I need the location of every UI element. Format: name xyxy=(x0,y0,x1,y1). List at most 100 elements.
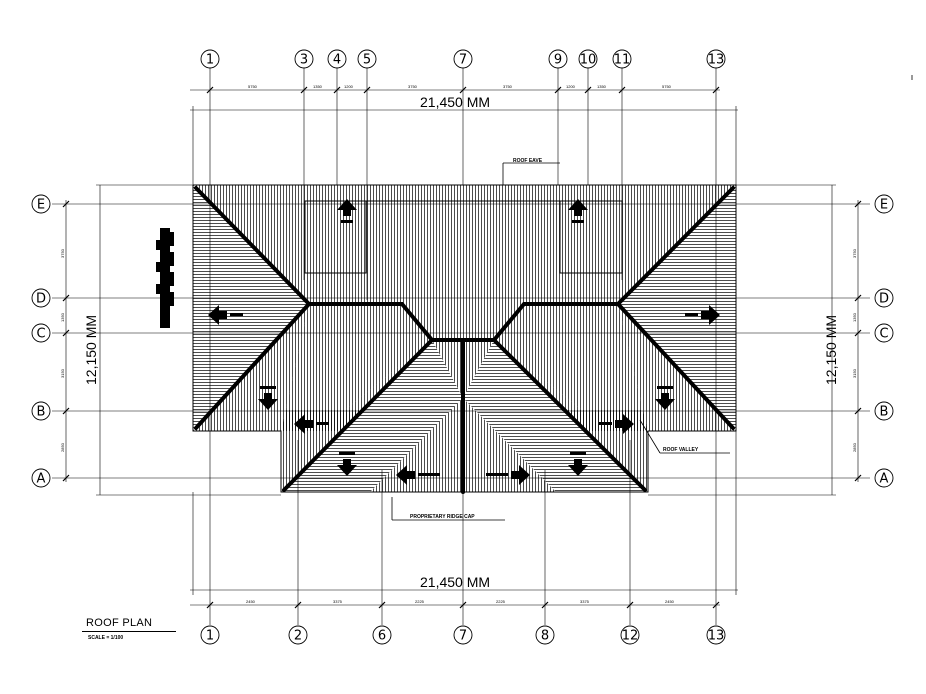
grid-bubble-left: E xyxy=(31,194,51,214)
arrow-right-icon xyxy=(599,414,634,434)
grid-bubble-left: B xyxy=(31,401,51,421)
slope-arrows xyxy=(208,199,720,485)
annotations: ROOF EAVE ROOF VALLEY PROPRIETARY RIDGE … xyxy=(391,158,730,521)
grid-bubble-left-label: B xyxy=(37,405,46,420)
grid-bubble-top-label: 1 xyxy=(206,53,214,68)
grid-bubble-bottom: 12 xyxy=(620,625,640,645)
overall-width-bottom: 21,450 MM xyxy=(420,574,490,590)
roof-ridges xyxy=(194,186,735,494)
dim-top-3: 1200 xyxy=(344,84,354,89)
left-roof-block xyxy=(156,228,174,328)
grid-bubble-bottom: 13 xyxy=(706,625,726,645)
dim-left-2: 1350 xyxy=(60,312,65,322)
grid-bubble-top-label: 9 xyxy=(554,53,562,68)
grid-bubble-bottom-label: 13 xyxy=(708,629,725,644)
grid-bubble-top-label: 5 xyxy=(363,53,371,68)
dimension-lines xyxy=(65,89,859,606)
drawing-scale: SCALE = 1/100 xyxy=(88,635,124,641)
arrow-up-icon xyxy=(568,199,588,223)
dim-top-8: 5750 xyxy=(662,84,672,89)
arrow-left-icon xyxy=(396,465,440,485)
grid-bubble-left-label: D xyxy=(36,292,46,307)
grid-bubble-bottom: 8 xyxy=(535,625,555,645)
dim-left-1: 3750 xyxy=(60,248,65,258)
dim-top-2: 1350 xyxy=(313,84,323,89)
grid-bubble-top: 7 xyxy=(453,49,473,69)
grid-bubble-right-label: D xyxy=(879,292,889,307)
dim-right-2: 1350 xyxy=(852,312,857,322)
drawing-title: ROOF PLAN xyxy=(86,617,153,629)
ridge-cap-label: PROPRIETARY RIDGE CAP xyxy=(410,514,475,520)
grid-bubble-top-label: 3 xyxy=(300,53,308,68)
dim-bottom-3: 2225 xyxy=(415,599,425,604)
grid-bubble-top: 10 xyxy=(578,49,598,69)
overall-width-top: 21,450 MM xyxy=(420,94,490,110)
overall-depth-left: 12,150 MM xyxy=(83,315,99,385)
grid-bubble-bottom-label: 8 xyxy=(541,629,549,644)
grid-bubble-left: C xyxy=(31,323,51,343)
arrow-left-icon xyxy=(294,414,329,434)
dim-top-1: 5750 xyxy=(248,84,258,89)
roof-hatching xyxy=(193,185,736,492)
grid-bubble-top: 1 xyxy=(200,49,220,69)
grid-bubble-top: 4 xyxy=(327,49,347,69)
dim-top-5: 3750 xyxy=(503,84,513,89)
grid-bubble-bottom: 7 xyxy=(453,625,473,645)
dim-right-3: 3150 xyxy=(852,368,857,378)
grid-bubble-bottom-label: 6 xyxy=(378,629,386,644)
grid-bubble-bottom-label: 2 xyxy=(294,629,302,644)
grid-bubble-right-label: A xyxy=(880,472,889,487)
grid-bubble-top: 3 xyxy=(294,49,314,69)
grid-bubbles-right: E D C B A xyxy=(874,194,894,488)
grid-bubble-bottom: 6 xyxy=(372,625,392,645)
grid-bubble-right-label: E xyxy=(880,198,888,213)
grid-bubble-left-label: A xyxy=(37,472,46,487)
dimension-ticks xyxy=(62,86,862,609)
grid-bubble-top-label: 4 xyxy=(333,53,341,68)
grid-bubble-left-label: C xyxy=(36,327,45,342)
grid-bubble-top: 11 xyxy=(612,49,632,69)
grid-bubble-right: C xyxy=(874,323,894,343)
grid-bubble-top-label: 10 xyxy=(580,53,597,68)
arrow-down-icon xyxy=(655,386,675,410)
arrow-down-icon xyxy=(258,386,278,410)
grid-bubble-top-label: 13 xyxy=(708,53,725,68)
grid-bubble-top: 9 xyxy=(548,49,568,69)
grid-bubble-bottom-label: 1 xyxy=(206,629,214,644)
dim-bottom-4: 2225 xyxy=(496,599,506,604)
dim-left-4: 2850 xyxy=(60,442,65,452)
dim-bottom-5: 3375 xyxy=(580,599,590,604)
grid-bubble-right: A xyxy=(874,468,894,488)
title-underline xyxy=(82,631,176,632)
grid-bubble-right: D xyxy=(874,288,894,308)
grid-bubbles-left: E D C B A xyxy=(31,194,51,488)
dim-left-3: 3150 xyxy=(60,368,65,378)
roof-eave-label: ROOF EAVE xyxy=(513,158,543,164)
grid-bubble-left: A xyxy=(31,468,51,488)
grid-bubble-left-label: E xyxy=(37,198,45,213)
arrow-down-icon xyxy=(337,452,357,476)
dim-bottom-1: 2450 xyxy=(246,599,256,604)
grid-bubble-bottom: 2 xyxy=(288,625,308,645)
grid-bubble-top: 13 xyxy=(706,49,726,69)
title-block: ROOF PLAN SCALE = 1/100 xyxy=(82,617,192,647)
grid-lines xyxy=(52,68,870,625)
dim-top-6: 1200 xyxy=(566,84,576,89)
roof-valley-label: ROOF VALLEY xyxy=(663,447,699,453)
arrow-right-icon xyxy=(685,305,720,325)
grid-bubble-bottom-label: 12 xyxy=(622,629,639,644)
grid-bubble-bottom-label: 7 xyxy=(459,629,467,644)
arrow-right-icon xyxy=(486,465,530,485)
overall-depth-right: 12,150 MM xyxy=(823,315,839,385)
dim-bottom-2: 3375 xyxy=(333,599,343,604)
dim-right-1: 3750 xyxy=(852,248,857,258)
grid-bubble-right: B xyxy=(874,401,894,421)
dim-bottom-6: 2450 xyxy=(665,599,675,604)
grid-bubble-right-label: B xyxy=(880,405,889,420)
arrow-up-icon xyxy=(337,199,357,223)
grid-bubble-right: E xyxy=(874,194,894,214)
dim-top-7: 1350 xyxy=(597,84,607,89)
